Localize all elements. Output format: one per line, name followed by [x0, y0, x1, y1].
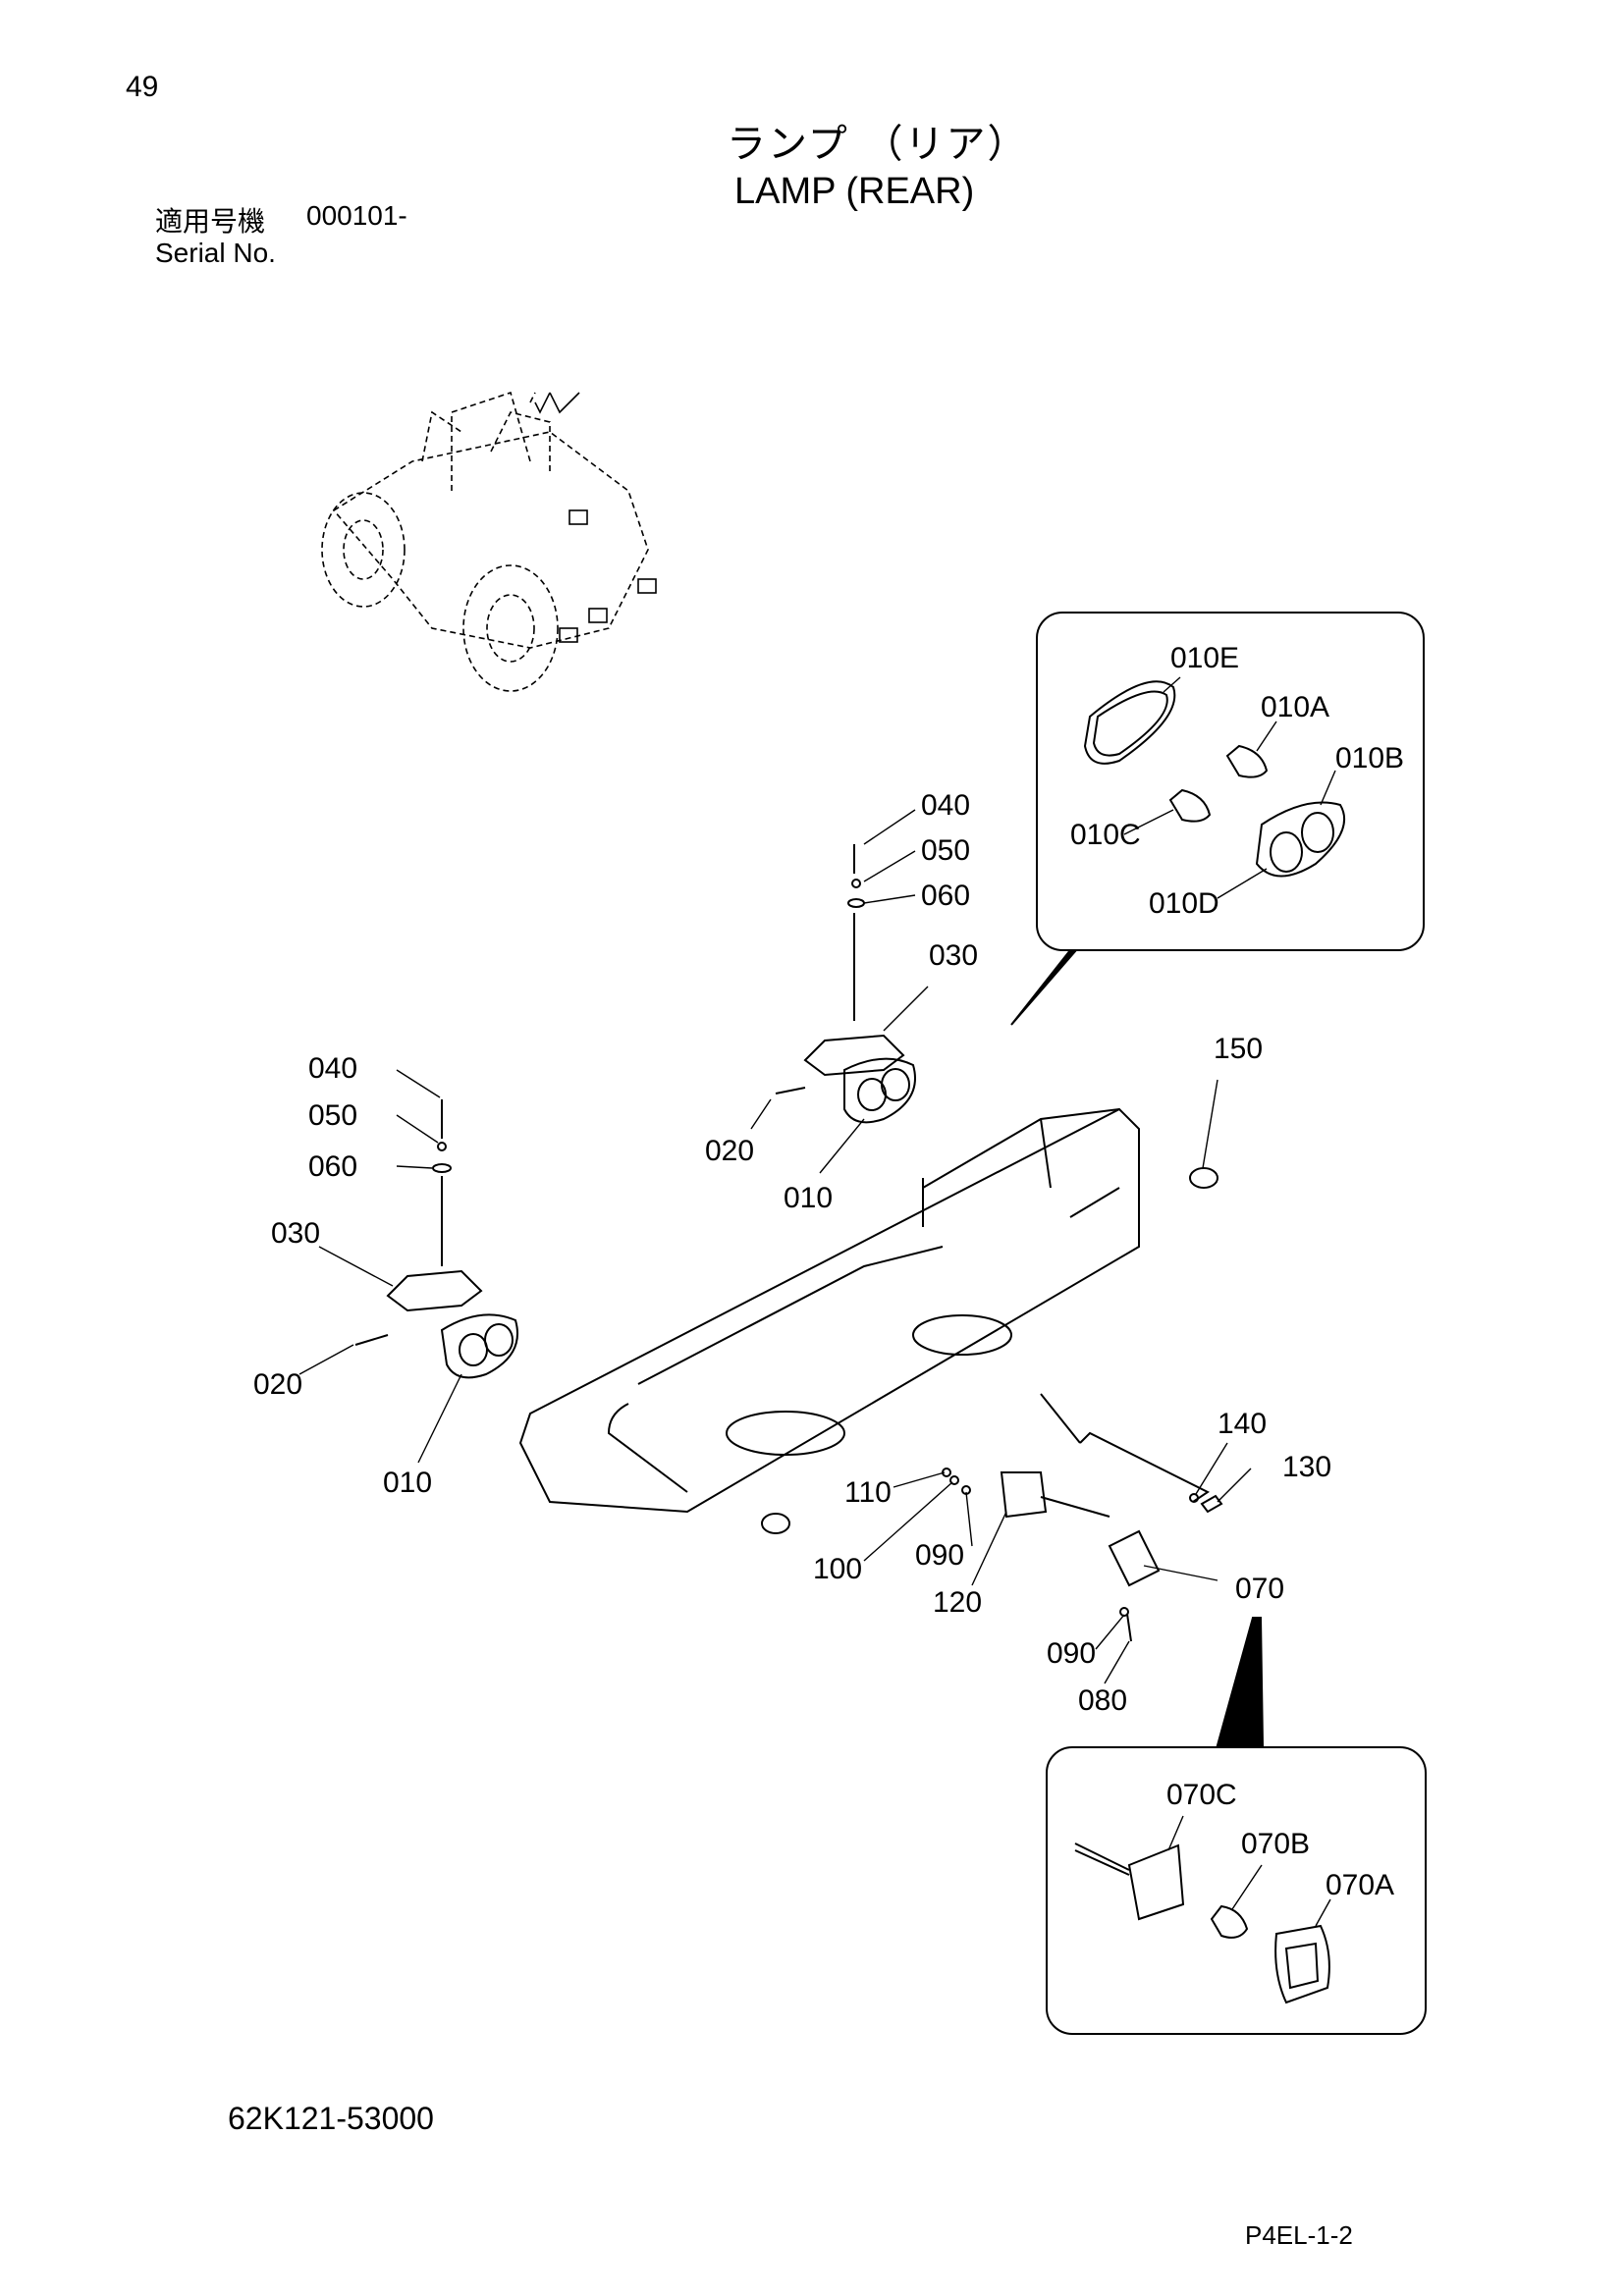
callout-020-right: 020 — [705, 1135, 754, 1167]
callout-030-right: 030 — [929, 939, 978, 972]
callout-130: 130 — [1282, 1451, 1331, 1483]
page-number: 49 — [126, 71, 159, 103]
grommet-lower — [761, 1513, 790, 1534]
bolt-130 — [1200, 1494, 1223, 1514]
detail-box-lamp-010 — [1036, 612, 1425, 951]
callout-070A: 070A — [1326, 1869, 1394, 1901]
callout-010A: 010A — [1261, 691, 1329, 723]
callout-050-right: 050 — [921, 834, 970, 867]
detail-pointer-070 — [1216, 1617, 1265, 1746]
callout-060-right: 060 — [921, 880, 970, 912]
callout-090-a: 090 — [915, 1539, 964, 1572]
callout-010B: 010B — [1335, 742, 1404, 774]
washer-090-b — [1119, 1607, 1129, 1617]
screw-080 — [1126, 1613, 1132, 1642]
lamp-housing-010D — [1255, 801, 1345, 878]
callout-050-left: 050 — [308, 1099, 357, 1132]
bulb-010C — [1168, 788, 1212, 823]
callout-100: 100 — [813, 1553, 862, 1585]
callout-090-b: 090 — [1047, 1637, 1096, 1670]
serial-label-english: Serial No. — [155, 238, 276, 268]
callout-010-right: 010 — [784, 1182, 833, 1214]
washer-100 — [949, 1475, 959, 1485]
title-english: LAMP (REAR) — [734, 171, 975, 212]
bulb-070B — [1210, 1904, 1249, 1939]
callout-140: 140 — [1218, 1408, 1267, 1440]
license-lamp-bracket — [1000, 1393, 1210, 1587]
callout-070: 070 — [1235, 1573, 1284, 1605]
machine-overview-details — [534, 392, 657, 643]
callout-080: 080 — [1078, 1684, 1127, 1717]
right-lamp-assembly — [775, 844, 916, 1124]
bulb-010A — [1225, 744, 1269, 778]
detail-box-lamp-070 — [1046, 1746, 1427, 2035]
callout-120: 120 — [933, 1586, 982, 1619]
callout-040-left: 040 — [308, 1052, 357, 1085]
page-code: P4EL-1-2 — [1245, 2220, 1353, 2250]
lamp-lens-070C — [1074, 1842, 1185, 1921]
grommet-150 — [1189, 1167, 1218, 1189]
callout-150: 150 — [1214, 1033, 1263, 1065]
callout-110: 110 — [844, 1476, 892, 1509]
callout-070C: 070C — [1166, 1779, 1237, 1811]
washer-140 — [1189, 1493, 1199, 1503]
title-japanese: ランプ （リア） — [727, 122, 1029, 167]
callout-010D: 010D — [1149, 887, 1219, 920]
serial-number-value: 000101- — [306, 200, 407, 231]
detail-pointer-010 — [1010, 949, 1079, 1026]
machine-overview-drawing — [321, 391, 649, 692]
callout-030-left: 030 — [271, 1217, 320, 1250]
callout-070B: 070B — [1241, 1828, 1310, 1860]
lamp-lens-010E — [1083, 680, 1176, 765]
callout-010-left: 010 — [383, 1467, 432, 1499]
callout-010C: 010C — [1070, 819, 1141, 851]
document-code: 62K121-53000 — [228, 2101, 434, 2136]
counterweight-body — [518, 1107, 1140, 1514]
leader-lines — [298, 676, 1336, 1927]
callout-040-right: 040 — [921, 789, 970, 822]
callout-020-left: 020 — [253, 1368, 302, 1401]
serial-label-japanese: 適用号機 — [155, 205, 266, 238]
lamp-housing-070A — [1274, 1924, 1330, 2004]
callout-010E: 010E — [1170, 642, 1239, 674]
callout-060-left: 060 — [308, 1150, 357, 1183]
callout-labels: 010E 010A 010B 010C 010D 040 050 060 030… — [253, 642, 1404, 1901]
